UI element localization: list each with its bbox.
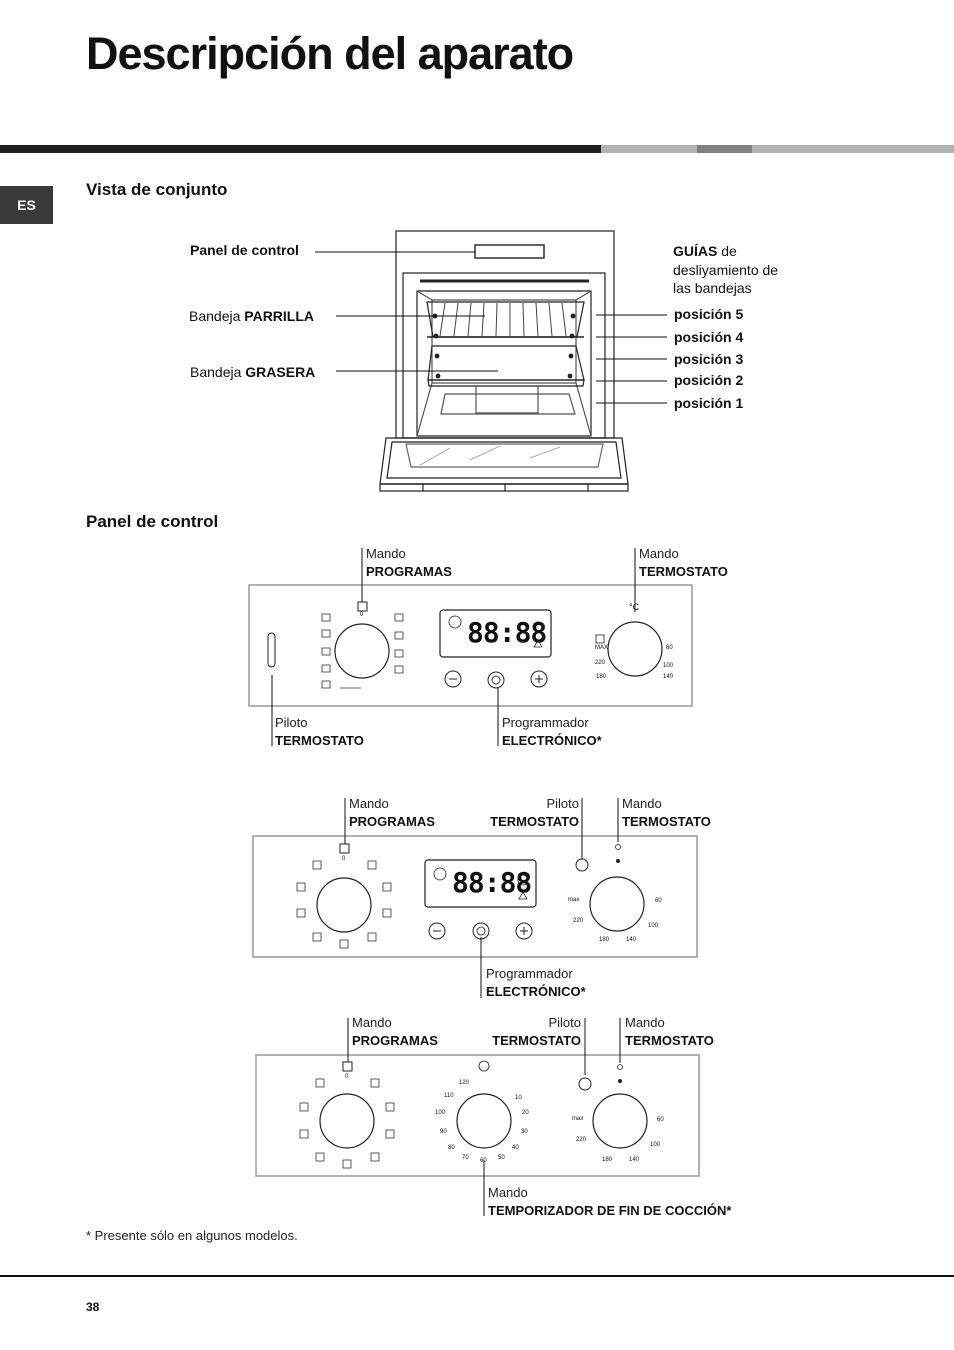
header-bar-light-2 bbox=[752, 145, 954, 153]
p2-thermo-140: 140 bbox=[626, 937, 637, 943]
header-bar-mid bbox=[697, 145, 752, 153]
overview-heading: Vista de conjunto bbox=[86, 180, 228, 199]
p3-thermo-max: max bbox=[572, 1116, 584, 1122]
p3-thermo-140: 140 bbox=[629, 1157, 640, 1163]
language-tab[interactable]: ES bbox=[0, 186, 53, 224]
p3-programs-zero: 0 bbox=[345, 1074, 349, 1080]
header-bar-light bbox=[601, 145, 697, 153]
p1-thermo-max: MAX bbox=[595, 645, 609, 651]
position-4-label: posición 4 bbox=[674, 329, 744, 345]
p2-thermo-max: max bbox=[568, 897, 580, 903]
footer-rule bbox=[0, 1275, 954, 1277]
drip-tray-callout: Bandeja GRASERA bbox=[190, 364, 316, 380]
p3-timer-120: 120 bbox=[459, 1080, 470, 1086]
p3-thermo-220: 220 bbox=[576, 1137, 587, 1143]
p3-timer-10: 10 bbox=[515, 1095, 522, 1101]
p1-thermo-180: 180 bbox=[596, 674, 607, 680]
p3-thermo-60: 60 bbox=[657, 1117, 664, 1123]
p3-thermo-180: 180 bbox=[602, 1157, 613, 1163]
p2-thermo-100: 100 bbox=[648, 923, 659, 929]
p1-thermo-220: 220 bbox=[595, 660, 606, 666]
p3-thermo-100: 100 bbox=[650, 1142, 661, 1148]
p3-timer-60: 60 bbox=[480, 1158, 487, 1164]
p1-thermo-140: 140 bbox=[663, 674, 674, 680]
p3-timer-90: 90 bbox=[440, 1129, 447, 1135]
position-1-label: posición 1 bbox=[674, 395, 744, 411]
p2-thermo-180: 180 bbox=[599, 937, 610, 943]
p3-timer-50: 50 bbox=[498, 1155, 505, 1161]
rack-callout: Bandeja PARRILLA bbox=[189, 308, 315, 324]
p1-programs-zero: 0 bbox=[360, 612, 364, 618]
p3-timer-110: 110 bbox=[444, 1093, 454, 1099]
p2-thermo-60: 60 bbox=[655, 898, 662, 904]
guides-callout: GUÍAS de desliyamiento de las bandejas bbox=[673, 243, 779, 296]
position-3-label: posición 3 bbox=[674, 351, 744, 367]
p2-thermo-220: 220 bbox=[573, 918, 584, 924]
p3-timer-100: 100 bbox=[435, 1110, 446, 1116]
header-bar-dark bbox=[0, 145, 601, 153]
p2-timer-display: 88:88 bbox=[452, 866, 532, 899]
p3-timer-30: 30 bbox=[521, 1129, 528, 1135]
page-number: 38 bbox=[86, 1300, 100, 1314]
p3-timer-20: 20 bbox=[522, 1110, 529, 1116]
position-2-label: posición 2 bbox=[674, 372, 744, 388]
p1-thermo-unit: °C bbox=[629, 602, 640, 612]
p1-thermo-100: 100 bbox=[663, 663, 674, 669]
position-5-label: posición 5 bbox=[674, 306, 744, 322]
control-panel-heading: Panel de control bbox=[86, 512, 219, 531]
footnote: * Presente sólo en algunos modelos. bbox=[86, 1228, 298, 1243]
control-panel-callout: Panel de control bbox=[190, 242, 299, 258]
p2-programs-zero: 0 bbox=[342, 856, 346, 862]
p1-thermo-60: 60 bbox=[666, 645, 673, 651]
oven-illustration bbox=[315, 230, 667, 492]
p3-timer-80: 80 bbox=[448, 1145, 455, 1151]
p3-timer-40: 40 bbox=[512, 1145, 519, 1151]
p3-timer-70: 70 bbox=[462, 1155, 469, 1161]
page-title: Descripción del aparato bbox=[86, 28, 574, 79]
p1-timer-display: 88:88 bbox=[467, 616, 547, 649]
